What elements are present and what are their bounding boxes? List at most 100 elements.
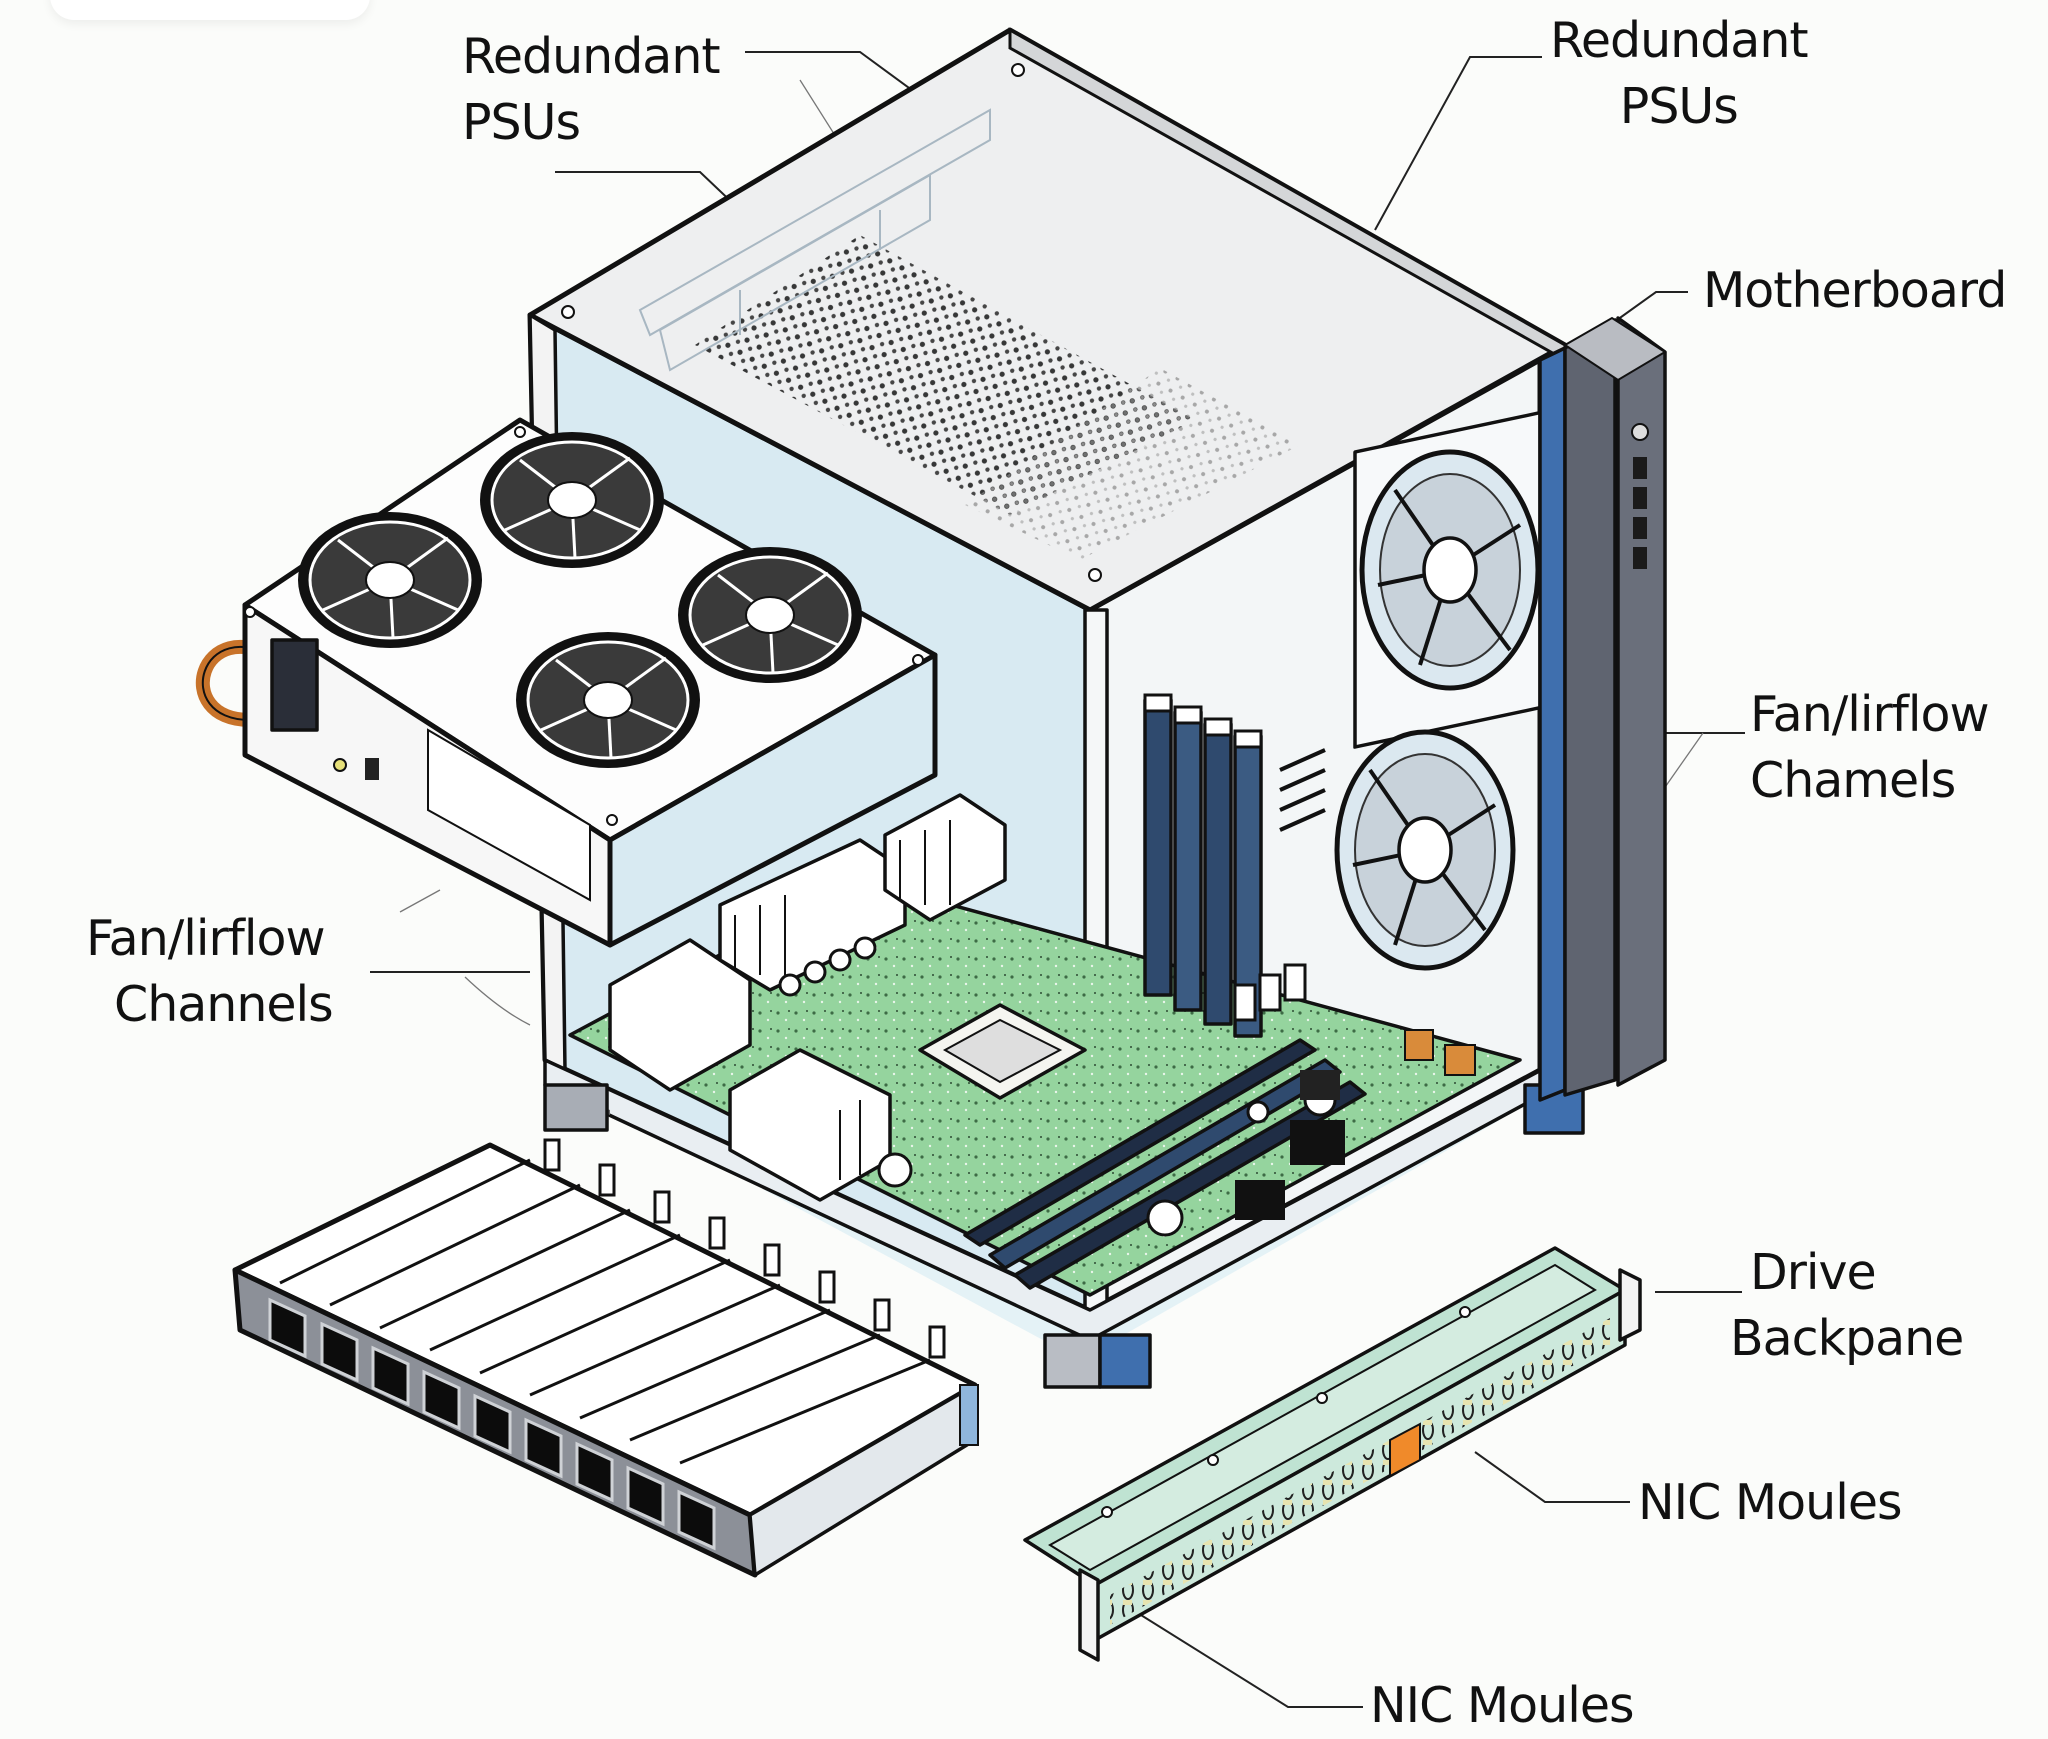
dimm-slot: [1013, 1080, 1367, 1290]
vent-grille-faint: [965, 368, 1300, 560]
leader-nic-right: [1474, 1451, 1630, 1503]
backplane-bracket: [1078, 1568, 1100, 1662]
callout-line: Redundant: [462, 28, 721, 85]
top-card-shadow: [50, 0, 370, 20]
backplane-connectors: [1110, 1318, 1610, 1625]
chassis-foot: [543, 1083, 609, 1132]
drive-cage-rails: [279, 1158, 931, 1465]
backplane-holes: [1101, 1306, 1471, 1518]
ram-clips: [1143, 693, 1307, 1022]
callout-redundant-psus-right: Redundant PSUs: [1550, 8, 1809, 140]
header-orange: [1444, 1044, 1476, 1076]
drive-bay[interactable]: [575, 1441, 614, 1503]
chassis-foot: [1098, 1333, 1152, 1389]
callout-line: NIC Moules: [1638, 1474, 1902, 1531]
psu-fan: [298, 512, 482, 648]
leader-nic-bottom: [1124, 1604, 1363, 1708]
drive-bay[interactable]: [320, 1321, 359, 1383]
screw: [1011, 63, 1025, 77]
leader-fan-left-faint-2: [399, 889, 441, 913]
bezel-top: [1563, 316, 1667, 382]
psu-screws: [244, 426, 924, 826]
psu-fan: [480, 432, 664, 568]
drive-cage-end-tab: [959, 1384, 979, 1446]
leader-lines: [370, 51, 1745, 1708]
callout-nic-modules-right: NIC Moules: [1638, 1470, 1902, 1536]
bezel-panel-outer: [1616, 316, 1667, 1087]
ram-stick: [1173, 710, 1203, 1012]
ram-stick: [1143, 698, 1173, 997]
side-fans: [1279, 410, 1542, 971]
callout-line: Fan/lirflow: [1750, 686, 1990, 743]
front-port-icon[interactable]: [1633, 457, 1647, 479]
drive-bay[interactable]: [473, 1393, 512, 1455]
psu-switch-icon[interactable]: [365, 758, 379, 780]
psu-unit: [195, 417, 938, 948]
callout-motherboard: Motherboard: [1703, 258, 2007, 324]
drive-bay[interactable]: [422, 1369, 461, 1431]
psu-power-connector[interactable]: [270, 638, 319, 732]
callout-redundant-psus-left: Redundant PSUs: [462, 24, 721, 156]
callout-drive-backplane: Drive Backpane: [1730, 1240, 1964, 1372]
front-bezel: [1538, 316, 1667, 1102]
drive-bay[interactable]: [626, 1465, 665, 1527]
drive-bay[interactable]: [524, 1417, 563, 1479]
dimm-slot: [963, 1038, 1317, 1247]
drive-cage: [232, 1138, 979, 1578]
psu-fan: [516, 632, 700, 768]
callout-line: PSUs: [1619, 78, 1739, 135]
leader-psu-right: [1374, 56, 1542, 231]
screw: [561, 305, 575, 319]
callout-line: Redundant: [1550, 12, 1809, 69]
backplane-bracket: [1618, 1268, 1642, 1342]
heatsink-fins: [734, 820, 951, 1180]
callout-line: PSUs: [462, 94, 581, 151]
callout-fan-airflow-right: Fan/lirflow Chamels: [1750, 682, 1990, 814]
ram-modules: [1143, 693, 1307, 1038]
drive-cage-posts: [543, 1138, 946, 1359]
fan: [1359, 449, 1541, 691]
cpu-chip: [942, 1018, 1063, 1084]
callout-line: Channels: [114, 976, 334, 1033]
callout-line: Chamels: [1750, 752, 1956, 809]
drive-bay[interactable]: [268, 1297, 307, 1359]
motherboard: [568, 793, 1522, 1297]
leader-motherboard: [1609, 291, 1688, 326]
front-port-icon[interactable]: [1633, 517, 1647, 539]
choke: [1290, 1120, 1345, 1165]
psu-label-plate: [427, 728, 591, 902]
side-vent-slots: [1279, 748, 1326, 832]
choke: [1235, 1180, 1285, 1220]
front-port-icon[interactable]: [1633, 547, 1647, 569]
front-port-icon[interactable]: [1633, 487, 1647, 509]
vrm-heatsink: [608, 938, 752, 1092]
drive-bay[interactable]: [677, 1489, 716, 1551]
psu-bay-sketch: [638, 108, 991, 372]
psu-right-face: [607, 652, 938, 948]
bezel-panel-inner: [1563, 318, 1617, 1097]
vrm-heatsink: [883, 793, 1007, 922]
drive-bays: [268, 1297, 716, 1551]
callout-line: Motherboard: [1703, 262, 2007, 319]
psu-fan: [678, 547, 862, 683]
ram-stick: [1203, 722, 1233, 1026]
leader-fan-left-faint: [464, 976, 531, 1026]
callout-nic-modules-bottom: NIC Moules: [1370, 1673, 1634, 1739]
screw: [1088, 568, 1102, 582]
psu-led-icon: [333, 758, 347, 772]
vrm-heatsink: [718, 838, 907, 992]
bezel-blue-edge: [1538, 346, 1567, 1102]
header-orange: [1404, 1029, 1434, 1061]
choke: [1300, 1070, 1340, 1100]
callout-fan-airflow-left: Fan/lirflow Channels: [86, 906, 334, 1038]
power-button-icon[interactable]: [1631, 423, 1649, 441]
callout-line: Fan/lirflow: [86, 910, 326, 967]
nic-module-chip[interactable]: [1389, 1422, 1421, 1478]
callout-line: NIC Moules: [1370, 1677, 1634, 1734]
callout-line: Backpane: [1730, 1310, 1964, 1367]
callout-line: Drive: [1750, 1244, 1877, 1301]
drive-bay[interactable]: [371, 1345, 410, 1407]
chassis-foot: [1043, 1333, 1102, 1389]
fan: [1334, 729, 1516, 971]
